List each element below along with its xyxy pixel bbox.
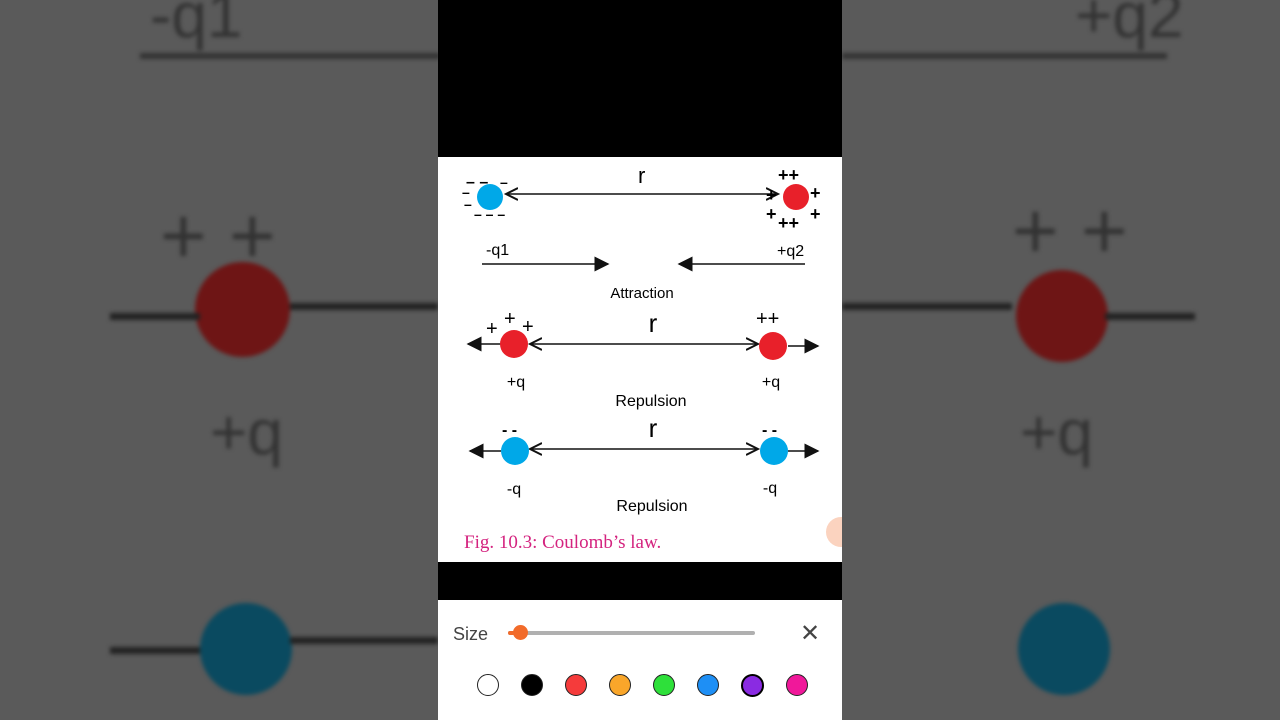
positive-charge: [500, 330, 528, 358]
color-swatch[interactable]: [786, 674, 808, 696]
figure-caption: Fig. 10.3: Coulomb’s law.: [464, 532, 662, 553]
bg-label: +q2: [1075, 0, 1184, 51]
repulsion-label: Repulsion: [616, 498, 687, 515]
color-swatch[interactable]: [697, 674, 719, 696]
positive-charge: [759, 332, 787, 360]
svg-text:– – –: – – –: [474, 206, 505, 222]
repulsion-negative-diagram: - - - - r -q -q Repulsion: [468, 413, 820, 515]
attraction-label: Attraction: [610, 285, 673, 302]
viewer-panel: – – – – – – – – r ++ + + + ++ + -q1 +q2 …: [438, 0, 842, 720]
color-swatch[interactable]: [653, 674, 675, 696]
charge-label: -q: [507, 481, 521, 498]
svg-text:–: –: [462, 184, 470, 200]
svg-text:+: +: [504, 308, 516, 330]
color-swatch[interactable]: [477, 674, 499, 696]
svg-text:- -: - -: [762, 422, 777, 439]
repulsion-label: Repulsion: [615, 393, 686, 410]
svg-text:+: +: [766, 204, 777, 224]
svg-text:+: +: [810, 183, 821, 203]
svg-text:++: ++: [756, 308, 779, 330]
coulombs-law-figure: – – – – – – – – r ++ + + + ++ + -q1 +q2 …: [438, 157, 842, 562]
svg-text:+: +: [810, 204, 821, 224]
attraction-diagram: – – – – – – – – r ++ + + + ++ + -q1 +q2 …: [462, 163, 821, 302]
color-swatch[interactable]: [521, 674, 543, 696]
color-swatch[interactable]: [609, 674, 631, 696]
positive-charge: [783, 184, 809, 210]
svg-text:+: +: [486, 318, 498, 340]
svg-text:++: ++: [778, 165, 799, 185]
bg-label: +q: [210, 396, 283, 468]
bg-label: +q: [1020, 396, 1093, 468]
charge-label: -q: [763, 480, 777, 497]
negative-charge: [760, 437, 788, 465]
negative-charge: [501, 437, 529, 465]
svg-text:+: +: [766, 185, 777, 205]
color-swatch[interactable]: [741, 674, 764, 697]
bg-label: -q1: [150, 0, 243, 51]
svg-text:- -: - -: [502, 422, 517, 439]
color-palette: [477, 674, 808, 697]
pen-toolbar: Size ✕: [438, 600, 842, 720]
close-icon[interactable]: ✕: [800, 620, 821, 647]
svg-text:– –: – –: [466, 174, 488, 191]
size-slider-thumb[interactable]: [513, 625, 529, 640]
svg-text:–: –: [464, 196, 472, 212]
svg-text:++: ++: [778, 213, 799, 233]
distance-label: r: [649, 308, 658, 338]
svg-text:+: +: [522, 316, 534, 338]
charge-label: +q2: [777, 243, 804, 260]
size-label: Size: [453, 624, 489, 644]
charge-label: +q: [507, 374, 525, 391]
charge-label: +q: [762, 374, 780, 391]
charge-label: -q1: [486, 242, 509, 259]
distance-label: r: [638, 163, 645, 188]
repulsion-positive-diagram: +++ ++ r +q +q Repulsion: [466, 308, 820, 410]
svg-text:–: –: [500, 174, 508, 190]
floating-button[interactable]: [826, 517, 842, 547]
color-swatch[interactable]: [565, 674, 587, 696]
distance-label: r: [649, 413, 658, 443]
negative-charge: [477, 184, 503, 210]
size-slider[interactable]: [508, 631, 755, 635]
